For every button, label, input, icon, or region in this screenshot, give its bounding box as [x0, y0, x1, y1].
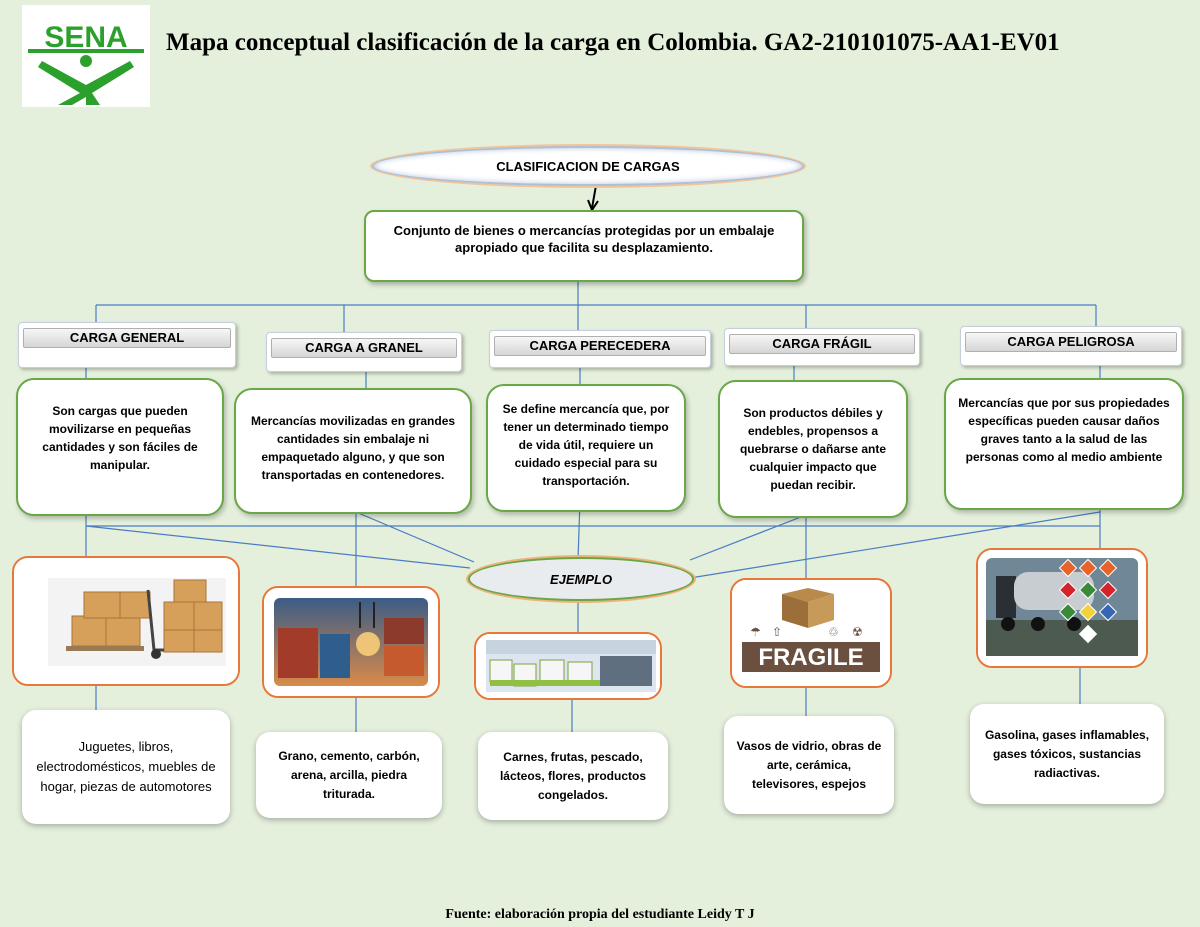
category-carga-perecedera: CARGA PERECEDERA	[489, 330, 711, 368]
tanker-truck-image	[978, 550, 1146, 666]
source-footer: Fuente: elaboración propia del estudiant…	[445, 907, 755, 922]
category-label: CARGA A GRANEL	[271, 338, 457, 358]
image-carga-perecedera	[474, 632, 662, 700]
examples-carga-a-granel: Grano, cemento, carbón, arena, arcilla, …	[256, 732, 442, 818]
category-carga-a-granel: CARGA A GRANEL	[266, 332, 462, 372]
shipping-containers-image	[264, 588, 438, 696]
fragile-box-image: ☂ ⇧ ♲ ☢ FRAGILE	[732, 580, 890, 686]
examples-carga-perecedera: Carnes, frutas, pescado, lácteos, flores…	[478, 732, 668, 820]
description-carga-fragil: Son productos débiles y endebles, propen…	[718, 380, 908, 518]
description-carga-a-granel: Mercancías movilizadas en grandes cantid…	[234, 388, 472, 514]
sena-logo-text: SENA	[44, 21, 127, 54]
examples-carga-peligrosa: Gasolina, gases inflamables, gases tóxic…	[970, 704, 1164, 804]
category-carga-fragil: CARGA FRÁGIL	[724, 328, 920, 366]
refrigerated-warehouse-image	[476, 634, 660, 698]
category-carga-general: CARGA GENERAL	[18, 322, 236, 368]
svg-text:☂: ☂	[750, 625, 761, 639]
image-carga-a-granel	[262, 586, 440, 698]
image-carga-peligrosa	[976, 548, 1148, 668]
image-carga-fragil: ☂ ⇧ ♲ ☢ FRAGILE	[730, 578, 892, 688]
category-label: CARGA PERECEDERA	[494, 336, 706, 356]
fragile-text: FRAGILE	[758, 644, 863, 671]
svg-text:⇧: ⇧	[772, 625, 782, 639]
examples-carga-fragil: Vasos de vidrio, obras de arte, cerámica…	[724, 716, 894, 814]
examples-carga-general: Juguetes, libros, electrodomésticos, mue…	[22, 710, 230, 824]
image-carga-general	[12, 556, 240, 686]
category-label: CARGA GENERAL	[23, 328, 231, 348]
boxes-on-hand-truck-image	[14, 558, 238, 684]
category-label: CARGA PELIGROSA	[965, 332, 1177, 352]
svg-text:☢: ☢	[852, 625, 863, 639]
svg-text:♲: ♲	[828, 625, 839, 639]
description-carga-peligrosa: Mercancías que por sus propiedades espec…	[944, 378, 1184, 510]
category-label: CARGA FRÁGIL	[729, 334, 915, 354]
category-carga-peligrosa: CARGA PELIGROSA	[960, 326, 1182, 366]
description-carga-perecedera: Se define mercancía que, por tener un de…	[486, 384, 686, 512]
definition-box: Conjunto de bienes o mercancías protegid…	[364, 210, 804, 282]
description-carga-general: Son cargas que pueden movilizarse en peq…	[16, 378, 224, 516]
example-node: EJEMPLO	[468, 557, 694, 601]
document-title: Mapa conceptual clasificación de la carg…	[166, 29, 1060, 56]
sena-logo: SENA	[22, 5, 150, 107]
root-node: CLASIFICACION DE CARGAS	[372, 146, 804, 186]
